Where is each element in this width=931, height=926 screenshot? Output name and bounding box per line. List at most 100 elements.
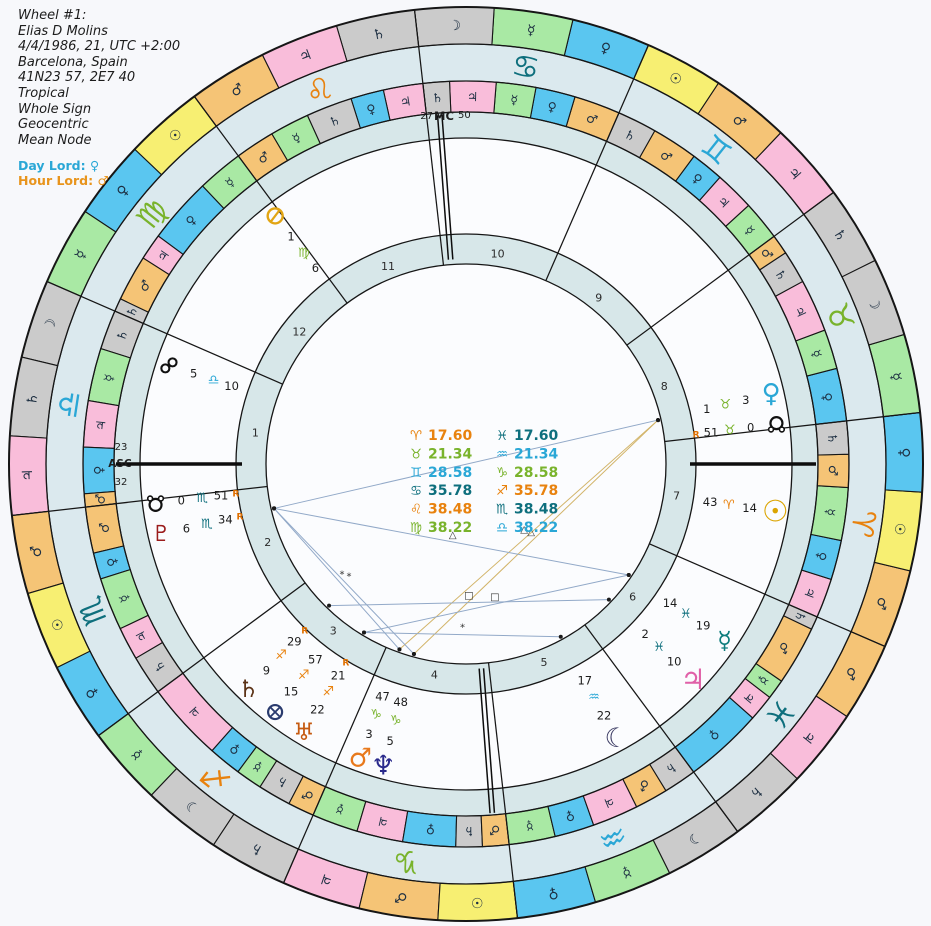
svg-text:0: 0 xyxy=(747,420,754,434)
svg-text:*: * xyxy=(347,571,352,582)
house-cusp-line xyxy=(664,411,921,443)
day-lord: Day Lord: ♀ xyxy=(18,158,100,173)
house-cusp-line xyxy=(193,96,348,304)
rising-times-row: ♈17.60 xyxy=(410,428,473,444)
svg-text:☿: ☿ xyxy=(822,507,838,517)
sign-glyph-small: ♎ xyxy=(208,373,220,388)
svg-text:□: □ xyxy=(490,592,499,603)
svg-text:☽: ☽ xyxy=(864,295,883,313)
svg-text:17.60: 17.60 xyxy=(514,428,559,444)
planet-neptune: ♆5♑48 xyxy=(371,695,408,781)
svg-text:♊: ♊ xyxy=(410,465,422,481)
svg-text:3: 3 xyxy=(742,393,749,407)
svg-text:0: 0 xyxy=(178,494,185,508)
svg-text:♀: ♀ xyxy=(813,550,830,563)
svg-text:38.48: 38.48 xyxy=(514,502,558,518)
aspect-line-jupiter-saturn xyxy=(329,599,609,607)
svg-text:R: R xyxy=(237,512,244,522)
svg-text:☉: ☉ xyxy=(471,894,484,910)
planet-fortune: 15♐57 xyxy=(266,653,323,721)
sign-glyph-aries: ♈ xyxy=(843,507,883,540)
svg-text:☿: ☿ xyxy=(526,22,537,39)
svg-text:♂: ♂ xyxy=(488,822,500,838)
aspect-endpoint xyxy=(327,603,332,608)
svg-text:14: 14 xyxy=(663,596,678,610)
aspect-line-moon-uranus xyxy=(363,632,561,638)
svg-text:48: 48 xyxy=(393,695,408,709)
aspect-endpoint xyxy=(558,634,563,639)
aspect-endpoint xyxy=(606,597,611,602)
sign-glyph-small: ♐ xyxy=(322,685,334,700)
planet-spirit: 1♍6 xyxy=(266,207,319,275)
sign-glyph-small: ♓ xyxy=(653,640,665,655)
svg-text:♄: ♄ xyxy=(24,392,42,407)
svg-text:♀: ♀ xyxy=(564,808,577,825)
svg-text:♃: ♃ xyxy=(467,89,478,104)
svg-text:27: 27 xyxy=(420,111,433,122)
house-cusp-line xyxy=(46,280,283,385)
svg-text:29: 29 xyxy=(287,635,302,649)
rising-times-row: ♐35.78 xyxy=(496,483,558,499)
svg-text:3: 3 xyxy=(365,727,372,741)
svg-text:43: 43 xyxy=(703,495,718,509)
rising-times-row: ♉21.34 xyxy=(410,446,473,462)
aspect-endpoint xyxy=(656,418,661,423)
house-number-2: 2 xyxy=(264,536,271,549)
svg-text:57: 57 xyxy=(308,653,323,667)
house-cusp-line xyxy=(98,582,306,737)
svg-text:32: 32 xyxy=(115,477,128,488)
svg-text:38.48: 38.48 xyxy=(428,502,472,518)
pluto-glyph-icon: ♇ xyxy=(151,522,171,547)
svg-text:♒: ♒ xyxy=(496,446,508,462)
house-cusp-line xyxy=(413,9,445,266)
svg-text:♉: ♉ xyxy=(410,446,422,462)
node-north-icon xyxy=(767,416,786,433)
svg-text:♋: ♋ xyxy=(410,483,422,499)
aspect-lines: △△△□□*** xyxy=(272,418,661,656)
svg-text:♃: ♃ xyxy=(376,813,390,830)
aspect-line-venus-mars xyxy=(399,419,659,650)
cusp-lines xyxy=(11,9,921,919)
house-number-10: 10 xyxy=(491,247,505,260)
svg-text:♃: ♃ xyxy=(801,585,819,601)
uranus-glyph-icon: ♅ xyxy=(293,718,315,746)
svg-text:6: 6 xyxy=(183,522,190,536)
rising-times-row: ♋35.78 xyxy=(410,483,472,499)
aspect-endpoint xyxy=(361,630,366,635)
house-number-8: 8 xyxy=(661,380,668,393)
svg-text:23: 23 xyxy=(115,442,128,453)
aspect-endpoint xyxy=(411,651,416,656)
svg-text:28.58: 28.58 xyxy=(428,465,472,481)
svg-text:☿: ☿ xyxy=(525,818,535,834)
fortune-icon xyxy=(266,703,284,721)
planet-sun: ☉14♈43 xyxy=(703,494,789,529)
mc-ic-axis-line xyxy=(436,115,450,260)
svg-text:♍: ♍ xyxy=(410,520,422,536)
saturn-glyph-icon: ♄ xyxy=(238,675,260,703)
planet-mercury: ☿19♓14 xyxy=(663,596,732,654)
svg-text:♀: ♀ xyxy=(819,391,835,403)
svg-text:♃: ♃ xyxy=(399,93,413,110)
svg-text:♀: ♀ xyxy=(103,556,120,569)
sign-glyph-libra: ♎ xyxy=(50,388,90,421)
rising-times-row: ♍38.22 xyxy=(410,520,472,536)
svg-text:1: 1 xyxy=(703,402,710,416)
node-south-icon xyxy=(146,495,165,512)
rising-times-table: ♈17.60♉21.34♊28.58♋35.78♌38.48♍38.22♓17.… xyxy=(410,428,559,536)
mercury-glyph-icon: ☿ xyxy=(717,626,732,654)
svg-text:♂: ♂ xyxy=(584,110,600,128)
house-number-4: 4 xyxy=(431,669,438,682)
aspect-line-venus-pluto xyxy=(273,419,659,509)
svg-text:♑: ♑ xyxy=(496,465,508,481)
person-name: Elias D Molins xyxy=(18,23,108,39)
aspect-line-mercury-uranus xyxy=(363,574,629,634)
sun-glyph-icon: ☉ xyxy=(762,494,789,529)
node-type: Mean Node xyxy=(18,132,92,148)
aspect-endpoint xyxy=(626,573,631,578)
mars-glyph-icon: ♂ xyxy=(349,744,372,774)
svg-text:*: * xyxy=(460,623,465,634)
svg-text:♃: ♃ xyxy=(20,469,36,482)
svg-text:♀: ♀ xyxy=(598,39,613,57)
svg-text:☽: ☽ xyxy=(448,18,461,34)
